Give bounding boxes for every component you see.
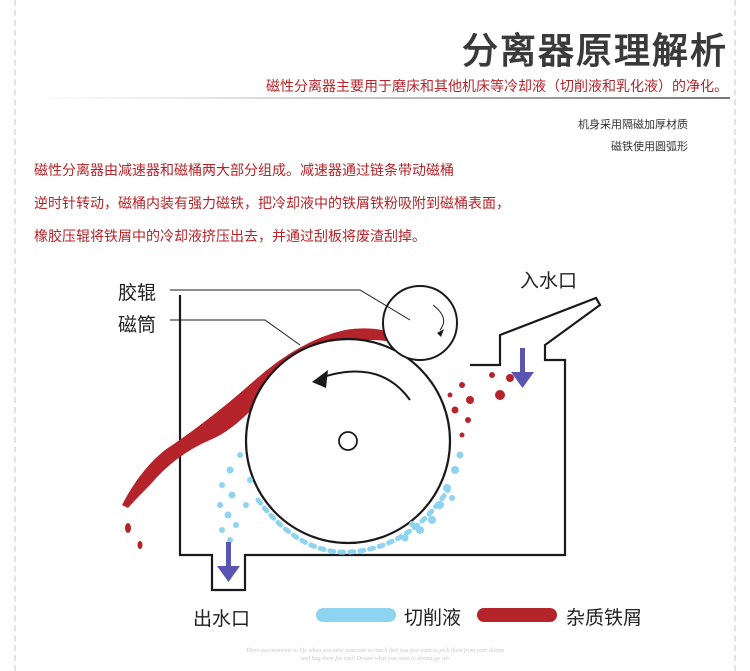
- roller-rotation-mark: [432, 304, 445, 331]
- coolant-droplets-right: [401, 451, 464, 542]
- legend-impurity-label: 杂质铁屑: [566, 607, 643, 629]
- rotation-arrowhead: [312, 370, 328, 388]
- subtitle-underline: [30, 97, 730, 99]
- right-dashed-border: [734, 0, 736, 671]
- label-roller: 胶辊: [118, 282, 157, 304]
- legend-coolant-swatch: [316, 608, 396, 622]
- coolant-film: [255, 487, 451, 555]
- label-drum: 磁筒: [118, 314, 157, 336]
- impurity-drops-left: [125, 523, 143, 549]
- legend-impurity-swatch: [477, 608, 557, 622]
- outlet-down-arrow-icon: [217, 542, 240, 582]
- down-arrow-icon: [511, 348, 534, 388]
- description-line-1: 磁性分离器由减速器和磁桶两大部分组成。减速器通过链条带动磁桶: [34, 163, 454, 179]
- description-line-2: 逆时针转动，磁桶内装有强力磁铁，把冷却液中的铁屑铁粉吸附到磁桶表面，: [34, 196, 510, 212]
- footer-line-2: and hug them for real! Dream what you wa…: [301, 656, 449, 662]
- page-title: 分离器原理解析: [461, 31, 728, 72]
- rubber-roller: [382, 285, 458, 361]
- feature-line-2: 磁铁使用圆弧形: [611, 140, 688, 153]
- label-outlet: 出水口: [193, 608, 251, 630]
- subtitle: 磁性分离器主要用于磨床和其他机床等冷却液（切削液和乳化液）的净化。: [266, 79, 728, 95]
- footer-line-1: There are moments in life when you miss …: [245, 648, 505, 654]
- label-inlet: 入水口: [520, 270, 578, 292]
- feature-line-1: 机身采用隔磁加厚材质: [578, 118, 688, 131]
- left-dashed-border: [14, 0, 16, 671]
- roller-leader-line: [170, 289, 411, 321]
- impurity-particles-right: [447, 372, 514, 438]
- description-line-3: 橡胶压辊将铁屑中的冷却液挤压出去，并通过刮板将废渣刮掉。: [34, 229, 426, 245]
- drum-axle: [338, 431, 358, 451]
- drum-leader-line: [170, 319, 301, 346]
- housing-outline: [178, 295, 602, 592]
- legend-coolant-label: 切削液: [404, 607, 462, 629]
- rotation-arrow-icon: [319, 370, 411, 401]
- roller-arrowhead: [437, 329, 444, 337]
- coolant-droplets-left: [217, 452, 253, 543]
